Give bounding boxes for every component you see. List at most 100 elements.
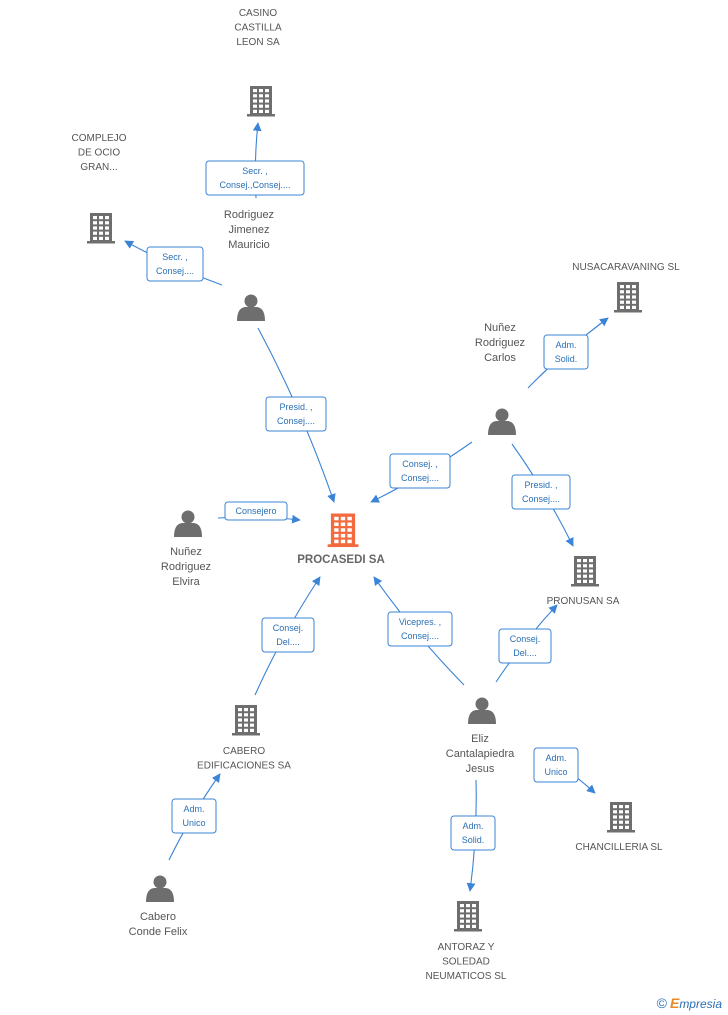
edge-label-text: Solid. (462, 835, 485, 845)
edge-label-text: Consej.... (277, 416, 315, 426)
person-icon (488, 408, 516, 435)
node-label: PROCASEDI SA (297, 554, 385, 566)
edge-label-text: Unico (182, 818, 205, 828)
edge-label-text: Consej. , (402, 459, 438, 469)
edge-eliz-to-procasedi: Vicepres. , Consej.... (373, 576, 465, 686)
edge-label-box[interactable]: Presid. , Consej.... (265, 396, 327, 432)
node-label: COMPLEJO (71, 133, 126, 144)
building-icon (247, 86, 275, 117)
node-pronusan[interactable]: PRONUSAN SA (547, 556, 620, 607)
edge-label-frame (224, 501, 288, 521)
edge-label-text: Del.... (513, 648, 537, 658)
edge-label-text: Consej.,Consej.... (219, 180, 290, 190)
edge-cabero_felix-to-cabero_edif: Adm. Unico (168, 773, 221, 861)
node-label: Conde Felix (129, 926, 188, 938)
node-label: ANTORAZ Y (438, 942, 495, 953)
edge-label-text: Consej.... (156, 266, 194, 276)
edge-label-text: Adm. (545, 753, 566, 763)
node-label: Nuñez (484, 322, 516, 334)
building-icon (607, 802, 635, 833)
node-nusacaravaning[interactable]: NUSACARAVANING SL (572, 262, 680, 313)
edge-cabero_edif-to-procasedi: Consej.Del.... (254, 576, 321, 696)
edge-label-box[interactable]: Secr. ,Consej.,Consej.... (205, 160, 305, 196)
edge-rodriguez-to-casino: Secr. ,Consej.,Consej.... (205, 122, 305, 199)
edge-label-text: Consejero (235, 506, 276, 516)
edge-label-frame (146, 246, 204, 282)
brand-footer: ©Empresia (657, 995, 722, 1011)
node-label: NUSACARAVANING SL (572, 262, 680, 273)
node-chancilleria[interactable]: CHANCILLERIA SL (575, 802, 663, 853)
edge-eliz-to-antoraz: Adm. Solid. (450, 779, 496, 892)
edge-eliz-to-pronusan: Consej.Del.... (495, 604, 558, 683)
copyright-icon: © (656, 995, 667, 1011)
edges-layer: Secr. ,Consej.,Consej.... Secr. ,Consej..… (124, 122, 609, 892)
node-label: Cabero (140, 911, 176, 923)
edge-label-box[interactable]: Consej. , Consej.... (389, 453, 451, 489)
edge-nunez_elvira-to-procasedi: Consejero (217, 501, 301, 524)
edge-label-text: Adm. (183, 804, 204, 814)
building-icon (87, 213, 115, 244)
brand-logo-initial: E (669, 995, 680, 1011)
edge-label-text: Del.... (276, 637, 300, 647)
node-label: Jimenez (229, 224, 270, 236)
edge-label-box[interactable]: Secr. ,Consej.... (146, 246, 204, 282)
edge-label-frame (511, 474, 571, 510)
edge-label-frame (498, 628, 552, 664)
node-label: Mauricio (228, 239, 270, 251)
person-icon (237, 294, 265, 321)
node-label: Cantalapiedra (446, 748, 515, 760)
node-label: Carlos (484, 352, 516, 364)
edge-label-box[interactable]: Presid. , Consej.... (511, 474, 571, 510)
edge-nunez_carlos-to-nusacaravaning: Adm.Solid. (527, 317, 609, 389)
edge-label-text: Presid. , (279, 402, 312, 412)
edge-label-text: Consej.... (522, 494, 560, 504)
node-label: Eliz (471, 733, 489, 745)
person-icon (174, 510, 202, 537)
edge-label-box[interactable]: Adm.Solid. (543, 334, 589, 370)
node-label: Nuñez (170, 546, 202, 558)
node-label: Rodriguez (161, 561, 211, 573)
person-icon (468, 697, 496, 724)
node-procasedi[interactable]: PROCASEDI SA (297, 513, 385, 567)
edge-label-frame (205, 160, 305, 196)
edge-label-box[interactable]: Adm. Unico (171, 798, 217, 834)
edge-label-box[interactable]: Consejero (224, 501, 288, 521)
edge-label-frame (171, 798, 217, 834)
person-icon (146, 875, 174, 902)
edge-label-box[interactable]: Adm.Unico (533, 747, 579, 783)
edge-label-text: Vicepres. , (399, 617, 441, 627)
edge-label-frame (265, 396, 327, 432)
edge-nunez_carlos-to-procasedi: Consej. , Consej.... (370, 441, 473, 503)
node-label: Rodriguez (475, 337, 525, 349)
building-icon (571, 556, 599, 587)
edge-label-text: Consej.... (401, 631, 439, 641)
edge-label-box[interactable]: Consej.Del.... (498, 628, 552, 664)
edge-rodriguez-to-procasedi: Presid. , Consej.... (257, 327, 336, 503)
edge-label-box[interactable]: Adm. Solid. (450, 815, 496, 851)
node-label: CASTILLA (234, 23, 282, 34)
edge-label-box[interactable]: Consej.Del.... (261, 617, 315, 653)
edge-label-box[interactable]: Vicepres. , Consej.... (387, 611, 453, 647)
edge-nunez_carlos-to-pronusan: Presid. , Consej.... (511, 443, 574, 547)
edge-label-text: Presid. , (524, 480, 557, 490)
building-icon (232, 705, 260, 736)
node-label: CASINO (239, 8, 278, 19)
edge-label-frame (387, 611, 453, 647)
edge-label-text: Adm. (462, 821, 483, 831)
node-label: SOLEDAD (442, 957, 490, 968)
edge-label-text: Consej.... (401, 473, 439, 483)
edge-rodriguez-to-complejo: Secr. ,Consej.... (124, 240, 223, 286)
edge-label-text: Adm. (555, 340, 576, 350)
edge-label-frame (389, 453, 451, 489)
